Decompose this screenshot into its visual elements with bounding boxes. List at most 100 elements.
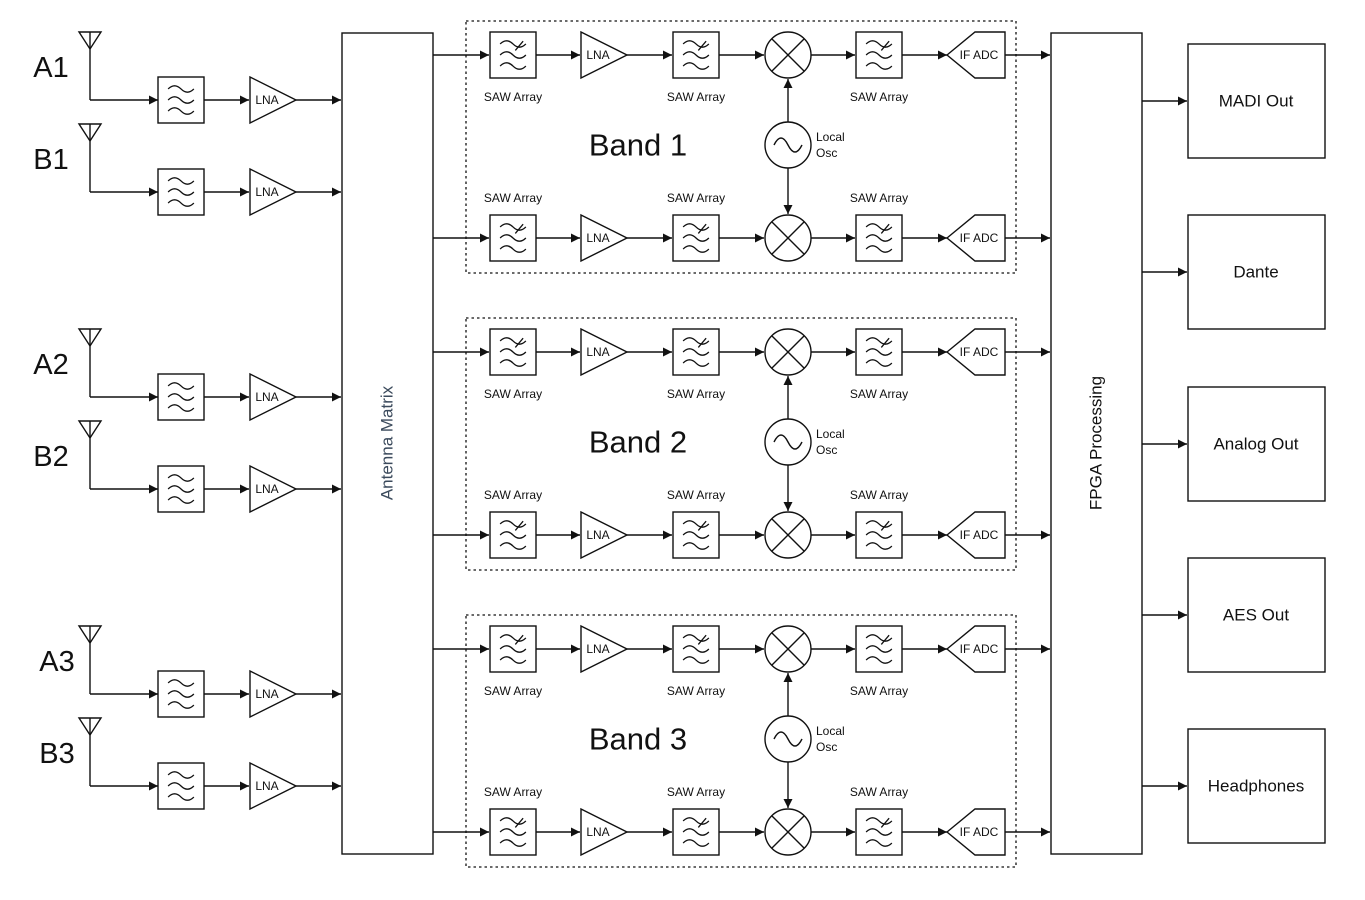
wave-1 bbox=[499, 520, 527, 528]
input-lna-1-label: LNA bbox=[255, 93, 278, 107]
output-box-1 bbox=[1187, 43, 1326, 159]
band-2-upper-if-adc bbox=[945, 328, 1006, 376]
wave-3 bbox=[682, 839, 710, 847]
antenna-6 bbox=[77, 717, 103, 786]
wave-1 bbox=[865, 223, 893, 231]
band-2-lower-lna bbox=[580, 510, 629, 560]
band-1-upper-saw-2 bbox=[672, 31, 720, 79]
band-1-upper-lna-label: LNA bbox=[586, 48, 609, 62]
filter-slash bbox=[514, 337, 524, 348]
wave-1 bbox=[167, 474, 195, 482]
band-2-lower-saw-label-1: SAW Array bbox=[484, 488, 542, 502]
input-lna-6-label: LNA bbox=[255, 779, 278, 793]
band-1-upper-mixer bbox=[764, 31, 812, 79]
wave-3 bbox=[167, 404, 195, 412]
wave-2 bbox=[865, 51, 893, 59]
output-label-2: Dante bbox=[1233, 263, 1278, 282]
wave-2 bbox=[167, 690, 195, 698]
wave-3 bbox=[499, 62, 527, 70]
band-3-upper-if-adc-label: IF ADC bbox=[960, 642, 999, 656]
antenna-label-3: A2 bbox=[33, 349, 68, 381]
band-2-lower-if-adc-label: IF ADC bbox=[960, 528, 999, 542]
wave-2 bbox=[167, 188, 195, 196]
band-3-upper-lna bbox=[580, 624, 629, 674]
band-1-lower-if-adc bbox=[945, 214, 1006, 262]
antenna-matrix-label: Antenna Matrix bbox=[378, 385, 397, 500]
sine-icon bbox=[773, 434, 803, 450]
filter-slash bbox=[697, 337, 707, 348]
wave-2 bbox=[865, 531, 893, 539]
mixer-cross-b bbox=[771, 335, 805, 369]
band-2-lower-saw-1 bbox=[489, 511, 537, 559]
antenna-3 bbox=[77, 328, 103, 397]
input-lna-5-label: LNA bbox=[255, 687, 278, 701]
filter-slash bbox=[514, 817, 524, 828]
wave-2 bbox=[499, 234, 527, 242]
wave-1 bbox=[682, 634, 710, 642]
wave-3 bbox=[167, 793, 195, 801]
band-2-lower-saw-1-box bbox=[489, 511, 537, 559]
wave-3 bbox=[682, 542, 710, 550]
band-3-upper-lna-label: LNA bbox=[586, 642, 609, 656]
filter-slash bbox=[514, 520, 524, 531]
band-2-upper-saw-label-2: SAW Array bbox=[667, 387, 725, 401]
band-2-local-osc bbox=[764, 418, 812, 466]
wave-2 bbox=[499, 645, 527, 653]
wave-3 bbox=[499, 245, 527, 253]
wave-2 bbox=[499, 348, 527, 356]
sine-icon bbox=[773, 137, 803, 153]
wave-1 bbox=[865, 520, 893, 528]
wave-1 bbox=[167, 85, 195, 93]
band-1-label: Band 1 bbox=[589, 128, 687, 163]
band-1-lower-if-adc-label: IF ADC bbox=[960, 231, 999, 245]
band-1-lower-saw-2-box bbox=[672, 214, 720, 262]
band-1-lower-lna bbox=[580, 213, 629, 263]
wave-1 bbox=[167, 382, 195, 390]
filter-slash bbox=[514, 40, 524, 51]
band-3-upper-saw-3 bbox=[855, 625, 903, 673]
output-label-1: MADI Out bbox=[1219, 92, 1294, 111]
filter-slash bbox=[514, 223, 524, 234]
input-filter-1 bbox=[157, 76, 205, 124]
band-1-lower-saw-label-1: SAW Array bbox=[484, 191, 542, 205]
band-3-lower-lna bbox=[580, 807, 629, 857]
input-filter-5 bbox=[157, 670, 205, 718]
band-1-local-osc-label-1: Local bbox=[816, 130, 845, 144]
antenna-1 bbox=[77, 31, 103, 100]
input-lna-2 bbox=[249, 167, 298, 217]
mixer-cross-b bbox=[771, 632, 805, 666]
band-3-label: Band 3 bbox=[589, 722, 687, 757]
wave-3 bbox=[167, 199, 195, 207]
band-1-local-osc-label-2: Osc bbox=[816, 146, 837, 160]
antenna-label-1: A1 bbox=[33, 52, 68, 84]
input-filter-4 bbox=[157, 465, 205, 513]
band-2-label: Band 2 bbox=[589, 425, 687, 460]
filter-slash bbox=[880, 40, 890, 51]
band-2-upper-saw-2 bbox=[672, 328, 720, 376]
wave-2 bbox=[167, 393, 195, 401]
input-lna-5 bbox=[249, 669, 298, 719]
band-2-lower-lna-label: LNA bbox=[586, 528, 609, 542]
input-lna-4-label: LNA bbox=[255, 482, 278, 496]
band-3-lower-mixer bbox=[764, 808, 812, 856]
band-2-upper-saw-label-3: SAW Array bbox=[850, 387, 908, 401]
antenna-matrix-box bbox=[341, 32, 434, 855]
band-2-boundary bbox=[465, 317, 1017, 571]
band-2-upper-saw-3 bbox=[855, 328, 903, 376]
band-1-upper-lna bbox=[580, 30, 629, 80]
filter-slash bbox=[697, 634, 707, 645]
filter-slash bbox=[880, 634, 890, 645]
wave-3 bbox=[499, 839, 527, 847]
band-3-upper-saw-label-1: SAW Array bbox=[484, 684, 542, 698]
band-3-lower-if-adc bbox=[945, 808, 1006, 856]
wave-1 bbox=[499, 817, 527, 825]
input-lna-1 bbox=[249, 75, 298, 125]
wave-1 bbox=[682, 337, 710, 345]
wave-3 bbox=[682, 62, 710, 70]
band-2-lower-saw-label-3: SAW Array bbox=[850, 488, 908, 502]
band-1-lower-saw-label-2: SAW Array bbox=[667, 191, 725, 205]
wave-1 bbox=[682, 520, 710, 528]
band-3-lower-lna-label: LNA bbox=[586, 825, 609, 839]
filter-slash bbox=[514, 634, 524, 645]
